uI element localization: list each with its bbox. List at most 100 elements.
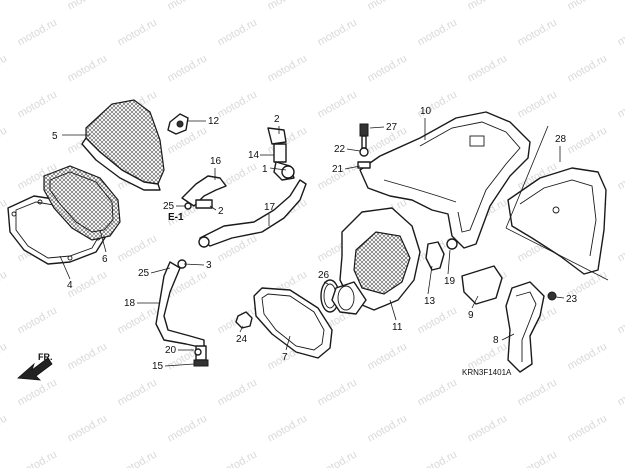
callout-p21: 21 [332, 164, 344, 175]
bracket-small-part [425, 241, 445, 271]
front-direction-arrow: FR. [17, 352, 53, 381]
callout-p19: 19 [444, 276, 456, 287]
watermark-text: motod.ru [416, 16, 460, 48]
watermark-text: motod.ru [316, 376, 360, 408]
rear-fender-part [359, 111, 531, 249]
front-marker-label: FR. [38, 352, 53, 362]
leader-line-p7 [285, 335, 291, 351]
leader-lines [59, 118, 565, 367]
callout-p2a: 2 [274, 114, 280, 125]
watermark-text: motod.ru [16, 88, 60, 120]
leader-line-p15 [164, 363, 195, 367]
leader-line-p22 [346, 148, 361, 152]
watermark-text: motod.ru [0, 124, 9, 156]
watermark-text: motod.ru [0, 268, 9, 300]
watermark-text: motod.ru [216, 376, 260, 408]
cover-plate-part [461, 265, 503, 305]
watermark-text: motod.ru [566, 124, 610, 156]
watermark-text: motod.ru [116, 376, 160, 408]
watermark-text: motod.ru [116, 304, 160, 336]
watermark-text: motod.ru [366, 52, 410, 84]
leader-line-p9 [471, 295, 479, 309]
watermark-text: motod.ru [216, 448, 260, 468]
leader-line-p27 [369, 126, 385, 129]
callout-p18: 18 [124, 298, 136, 309]
watermark-text: motod.ru [566, 52, 610, 84]
callout-p25b: 25 [138, 268, 150, 279]
clamp-small-part [194, 348, 202, 356]
air-filter-element-part [43, 165, 121, 241]
watermark-text: motod.ru [516, 88, 560, 120]
watermark-text: motod.ru [616, 88, 625, 120]
hose-part [198, 179, 307, 248]
callout-p2b: 2 [218, 206, 224, 217]
watermark-text: motod.ru [316, 16, 360, 48]
watermark-text: motod.ru [16, 16, 60, 48]
watermark-text: motod.ru [466, 412, 510, 444]
callout-p16: 16 [210, 156, 222, 167]
watermark-text: motod.ru [616, 448, 625, 468]
watermark-text: motod.ru [216, 16, 260, 48]
watermark-text: motod.ru [66, 340, 110, 372]
callout-p28: 28 [555, 134, 567, 145]
callout-p26: 26 [318, 270, 330, 281]
callout-p5: 5 [52, 131, 58, 142]
watermark-text: motod.ru [416, 304, 460, 336]
watermark-text: motod.ru [0, 0, 9, 13]
callout-p27: 27 [386, 122, 398, 133]
leader-line-p11 [389, 299, 397, 321]
watermark-text: motod.ru [566, 0, 610, 13]
callout-p24: 24 [236, 334, 248, 345]
screw-part [547, 291, 557, 301]
leader-line-p8 [501, 333, 515, 341]
callout-p6: 6 [102, 254, 108, 265]
grommet-part [446, 238, 458, 250]
watermark-text: motod.ru [416, 376, 460, 408]
leader-line-p3 [183, 263, 205, 266]
leader-line-p25b [150, 267, 171, 274]
leader-line-p23 [555, 296, 565, 299]
ref-mark-label: E-1 [168, 212, 184, 223]
air-cleaner-housing-part [331, 207, 421, 315]
callout-p15: 15 [152, 361, 164, 372]
callout-p8: 8 [493, 335, 499, 346]
watermark-text: motod.ru [0, 52, 9, 84]
watermark-text: motod.ru [566, 340, 610, 372]
watermark-text: motod.ru [66, 412, 110, 444]
watermark-text: motod.ru [166, 52, 210, 84]
callout-p10: 10 [420, 106, 432, 117]
watermark-text: motod.ru [216, 88, 260, 120]
watermark-text: motod.ru [316, 448, 360, 468]
watermark-text: motod.ru [116, 448, 160, 468]
watermark-text: motod.ru [366, 0, 410, 13]
watermark-text: motod.ru [166, 412, 210, 444]
leader-line-p2b [209, 205, 217, 211]
watermark-text: motod.ru [366, 340, 410, 372]
watermark-text: motod.ru [266, 0, 310, 13]
callout-p14: 14 [248, 150, 260, 161]
callout-p13: 13 [424, 296, 436, 307]
watermark-text: motod.ru [66, 0, 110, 13]
watermark-text: motod.ru [266, 52, 310, 84]
clip-part [167, 113, 189, 135]
nut-part [235, 311, 253, 329]
callout-p25a: 25 [163, 201, 175, 212]
leader-line-p1 [269, 167, 287, 171]
watermark-text: motod.ru [566, 412, 610, 444]
watermark-text: motod.ru [366, 412, 410, 444]
watermark-text: motod.ru [516, 16, 560, 48]
leader-line-p19 [447, 249, 451, 275]
callout-p1: 1 [262, 164, 268, 175]
leader-line-p13 [427, 265, 433, 295]
callout-p22: 22 [334, 144, 346, 155]
watermark-text: motod.ru [0, 412, 9, 444]
leader-line-p6 [99, 229, 107, 253]
callout-p17: 17 [264, 202, 276, 213]
side-cover-part [505, 281, 545, 373]
watermark-text: motod.ru [466, 0, 510, 13]
air-filter-foam-part [81, 99, 165, 191]
watermark-text: motod.ru [0, 340, 9, 372]
drawing-code: KRN3F1401A [462, 368, 512, 377]
rear-panel-part [505, 125, 609, 281]
leader-line-p26 [323, 281, 329, 285]
